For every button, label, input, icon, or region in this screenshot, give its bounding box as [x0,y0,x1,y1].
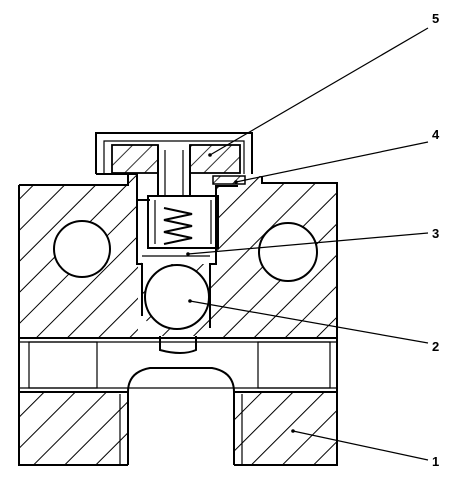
spring-coil [163,207,193,245]
callout-1: 1 [432,454,439,469]
body-lower-left-section [19,392,128,465]
plug-left [111,144,159,174]
left-port [28,341,98,389]
body-outline [18,173,338,466]
callout-5: 5 [432,11,439,26]
callout-2: 2 [432,339,439,354]
leader-3 [187,232,429,255]
right-bore-circle [258,222,318,282]
callout-labels: 5 4 3 2 1 [432,11,440,469]
left-bore-circle [53,220,111,278]
cap-inner-outline [103,140,245,174]
seal-ring [212,175,246,185]
cap-outline [95,132,253,174]
chamber-walls [136,200,217,328]
spring-housing [147,195,219,249]
callout-4: 4 [432,127,440,142]
body-lower-right-section [234,392,337,465]
callout-3: 3 [432,226,439,241]
leader-5 [209,27,429,156]
plug-channel [157,145,191,196]
leader-2 [189,300,429,344]
right-port [257,341,331,389]
cap-part-5 [95,132,253,196]
leader-4 [235,141,429,183]
plug-right [189,144,241,174]
ball-seat-outlet [159,336,197,354]
spring-part-3 [136,195,219,328]
leader-lines [186,27,429,461]
ball-part-2 [144,264,210,330]
leader-1 [292,430,429,461]
lower-bore [127,367,235,465]
